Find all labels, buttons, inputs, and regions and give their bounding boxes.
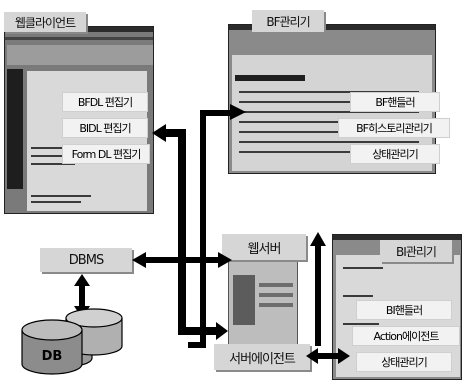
db-label: DB [42,349,63,364]
server-bf-connector [188,104,246,348]
client-server-connector [152,124,228,340]
db-icon [22,309,122,374]
server-bi-arrow-up [310,232,326,346]
server-bi-arrow [306,348,350,364]
